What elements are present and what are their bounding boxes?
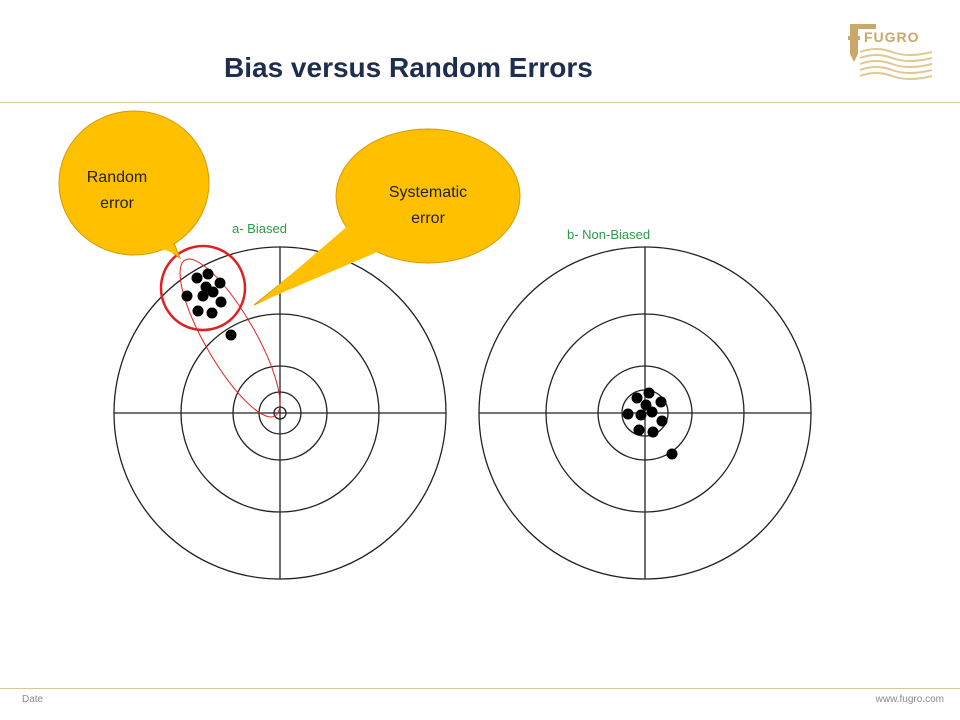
shot bbox=[215, 296, 227, 308]
random-error-label-line1: Random bbox=[87, 169, 147, 186]
label-biased: a- Biased bbox=[232, 221, 287, 236]
shot bbox=[202, 268, 214, 280]
shot bbox=[181, 290, 193, 302]
shot bbox=[622, 408, 634, 420]
shot bbox=[647, 426, 659, 438]
systematic-error-label-line1: Systematic bbox=[389, 184, 467, 201]
shot bbox=[656, 415, 668, 427]
footer-rule bbox=[0, 688, 960, 689]
systematic-error-ellipse bbox=[179, 258, 281, 418]
random-error-label-line2: error bbox=[100, 195, 134, 212]
random-error-circle bbox=[159, 244, 247, 332]
label-non-biased: b- Non-Biased bbox=[567, 227, 650, 242]
shot bbox=[207, 286, 219, 298]
logo-text: FUGRO bbox=[864, 29, 920, 45]
shot bbox=[197, 290, 209, 302]
shot bbox=[643, 387, 655, 399]
systematic-error-label-line2: error bbox=[411, 210, 445, 227]
footer-date: Date bbox=[22, 694, 44, 705]
target-biased bbox=[113, 246, 447, 580]
footer-url: www.fugro.com bbox=[875, 694, 944, 705]
shot bbox=[225, 329, 237, 341]
shot bbox=[655, 396, 667, 408]
shot bbox=[631, 392, 643, 404]
shot bbox=[214, 277, 226, 289]
shot bbox=[192, 305, 204, 317]
fugro-logo-icon: FUGRO bbox=[846, 18, 936, 82]
header-rule bbox=[0, 102, 960, 103]
random-error-callout: Random error bbox=[58, 110, 210, 260]
shot bbox=[635, 409, 647, 421]
systematic-error-callout: Systematic error bbox=[253, 128, 521, 306]
shots-non-biased bbox=[622, 387, 678, 460]
slide-title: Bias versus Random Errors bbox=[224, 52, 593, 83]
shot bbox=[666, 448, 678, 460]
shot bbox=[206, 307, 218, 319]
shots-biased bbox=[181, 268, 237, 341]
shot bbox=[646, 406, 658, 418]
shot bbox=[191, 272, 203, 284]
shot bbox=[633, 424, 645, 436]
